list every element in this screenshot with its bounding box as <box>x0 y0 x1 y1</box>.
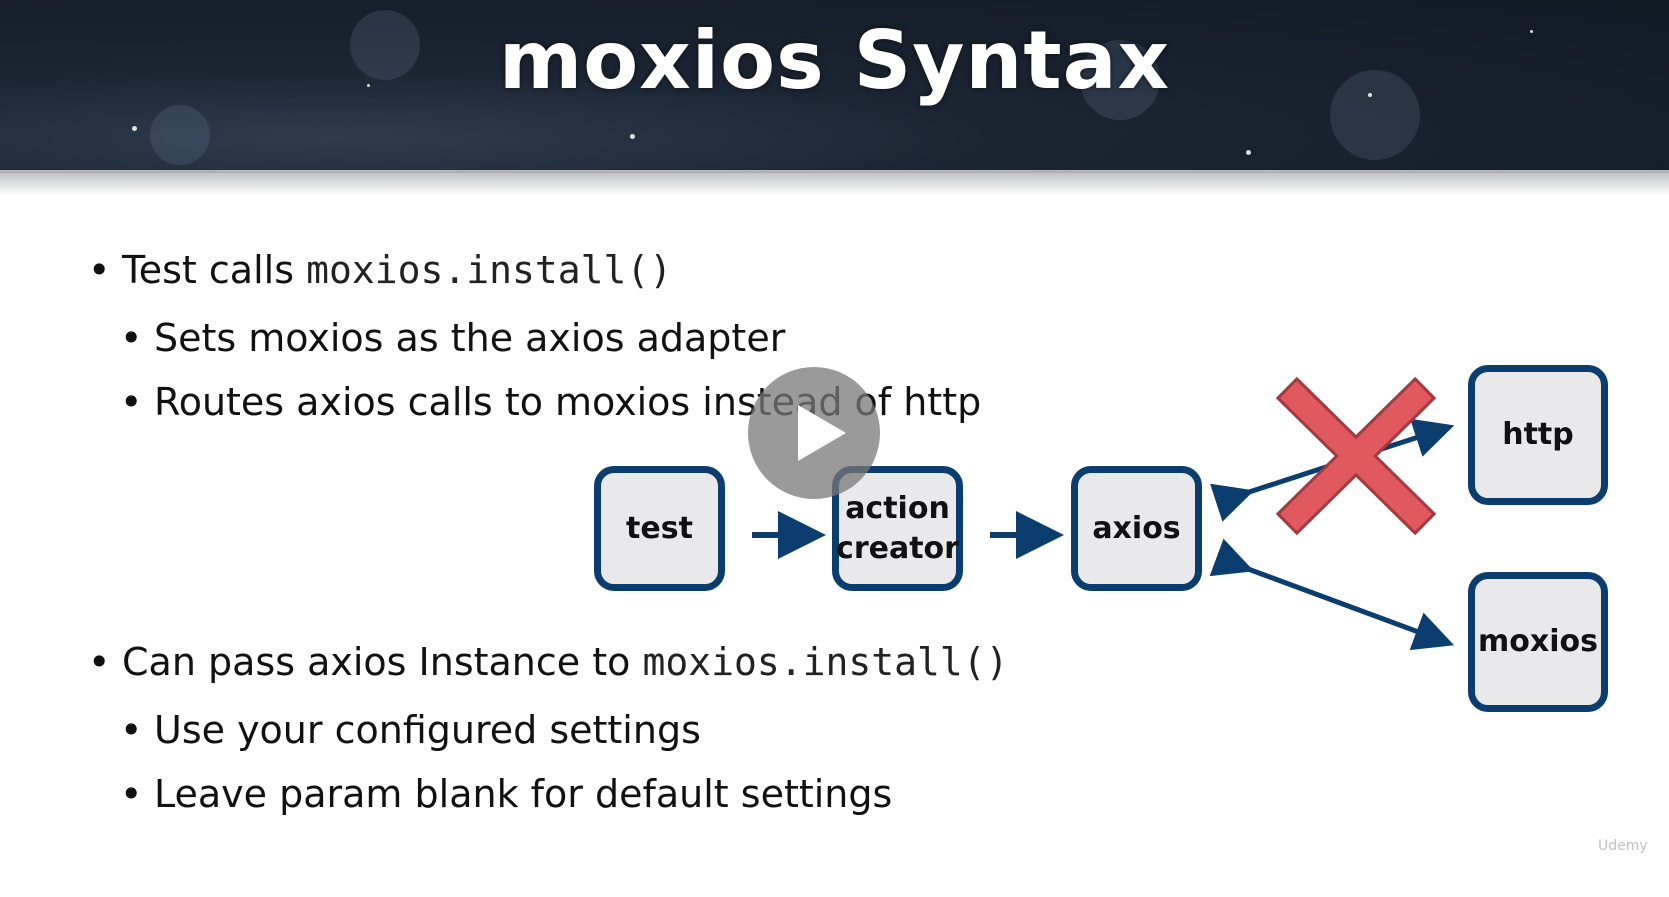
cross-icon <box>1275 376 1437 536</box>
code-snippet: moxios.install() <box>642 640 1009 684</box>
node-label: http <box>1502 417 1574 452</box>
bullet-dot: • <box>88 248 111 292</box>
bokeh-light <box>1080 40 1160 120</box>
bullet-dot: • <box>120 380 143 424</box>
star-dot <box>367 84 370 87</box>
bullet-1: •Test calls moxios.install() <box>88 248 672 292</box>
arrow-axios-moxios <box>1209 538 1455 651</box>
bullet-dot: • <box>120 772 143 816</box>
slide-header: moxios Syntax <box>0 0 1669 173</box>
bullet-text: Can pass axios Instance to <box>122 640 643 684</box>
node-axios: axios <box>1071 466 1202 591</box>
bullet-text: Use your configured settings <box>154 708 701 752</box>
node-label: test <box>626 510 693 546</box>
node-label: axios <box>1092 510 1181 546</box>
udemy-watermark: Udemy <box>1598 838 1648 854</box>
play-icon <box>798 405 846 461</box>
star-dot <box>1530 30 1533 33</box>
code-snippet: moxios.install() <box>306 248 673 292</box>
bullet-2-2: •Leave param blank for default settings <box>120 772 892 816</box>
bullet-text: Leave param blank for default settings <box>154 772 893 816</box>
node-action-creator: action creator <box>832 466 963 591</box>
node-label-line1: action <box>845 490 950 526</box>
node-moxios: moxios <box>1468 572 1608 712</box>
header-shadow <box>0 170 1669 196</box>
bokeh-light <box>150 105 210 165</box>
bullet-1-1: •Sets moxios as the axios adapter <box>120 316 785 360</box>
bullet-text: Sets moxios as the axios adapter <box>154 316 786 360</box>
bullet-2: •Can pass axios Instance to moxios.insta… <box>88 640 1009 684</box>
star-dot <box>1246 150 1251 155</box>
slide-title: moxios Syntax <box>498 14 1171 107</box>
node-test: test <box>594 466 725 591</box>
node-http: http <box>1468 365 1608 505</box>
star-dot <box>132 126 137 131</box>
bokeh-light <box>350 10 420 80</box>
bokeh-light <box>1330 70 1420 160</box>
bullet-2-1: •Use your configured settings <box>120 708 701 752</box>
star-dot <box>630 134 635 139</box>
node-label: moxios <box>1478 624 1598 659</box>
bullet-text: Test calls <box>122 248 307 292</box>
node-label-line2: creator <box>836 530 959 566</box>
bullet-dot: • <box>120 316 143 360</box>
bullet-dot: • <box>88 640 111 684</box>
bullet-dot: • <box>120 708 143 752</box>
star-dot <box>1368 93 1372 97</box>
play-button[interactable] <box>748 367 880 499</box>
